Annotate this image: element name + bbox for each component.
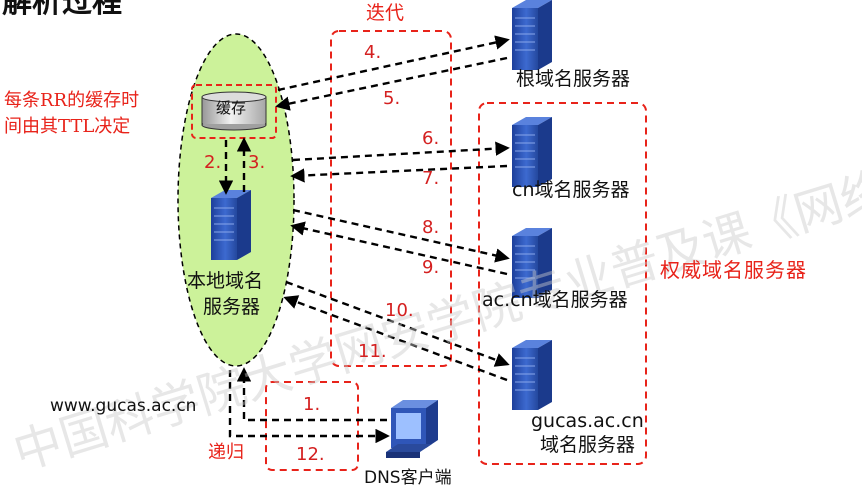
step-3-label: 3. [248,152,266,173]
authoritative-box [478,102,647,465]
cache-note-line2: 间由其TTL决定 [4,116,131,137]
root-server-label: 根域名服务器 [516,68,631,90]
accn-server-label: ac.cn域名服务器 [482,289,628,311]
cache-label: 缓存 [216,99,247,117]
arrow-step-8 [292,208,510,263]
title-fragment: 解析过程 [2,0,122,20]
arrow-step-11 [283,295,508,382]
cn-server-icon [511,116,553,188]
arrow-step-10 [285,280,510,367]
gucas-server-label-line1: gucas.ac.cn [531,410,644,432]
arrow-step-5 [275,56,508,111]
cache-icon [201,91,267,131]
step-5-label: 5. [383,88,401,109]
cn-server-label: cn域名服务器 [512,179,630,201]
local-server-label-line2: 服务器 [203,296,261,318]
local-server-icon [210,189,252,261]
step-2-label: 2. [204,152,222,173]
gucas-server-label-line2: 域名服务器 [540,434,636,456]
step-8-label: 8. [422,217,440,238]
step-7-label: 7. [422,168,440,189]
query-name-label: www.gucas.ac.cn [50,396,197,416]
recursive-label: 递归 [208,442,244,463]
step-11-label: 11. [358,341,387,362]
iterative-label: 迭代 [366,2,405,24]
cache-note-line1: 每条RR的缓存时 [4,90,140,111]
arrow-step-4 [277,35,510,92]
root-server-icon [511,0,553,71]
cache-box [191,84,277,139]
arrow-step-9 [290,221,508,276]
iterative-box [330,30,452,367]
client-label: DNS客户端 [364,468,452,488]
step-1-label: 1. [303,394,321,415]
step-12-label: 12. [296,444,325,465]
step-10-label: 10. [385,300,414,321]
gucas-server-icon [511,339,553,411]
step-9-label: 9. [422,257,440,278]
recursive-box [265,381,359,471]
arrow-step-7 [290,164,508,183]
arrow-step-6 [292,141,510,162]
step-4-label: 4. [364,42,382,63]
local-server-label-line1: 本地域名 [187,270,264,292]
authoritative-label: 权威域名服务器 [660,258,807,282]
step-6-label: 6. [422,128,440,149]
arrow-step-12 [228,370,390,444]
client-computer-icon [386,400,438,458]
